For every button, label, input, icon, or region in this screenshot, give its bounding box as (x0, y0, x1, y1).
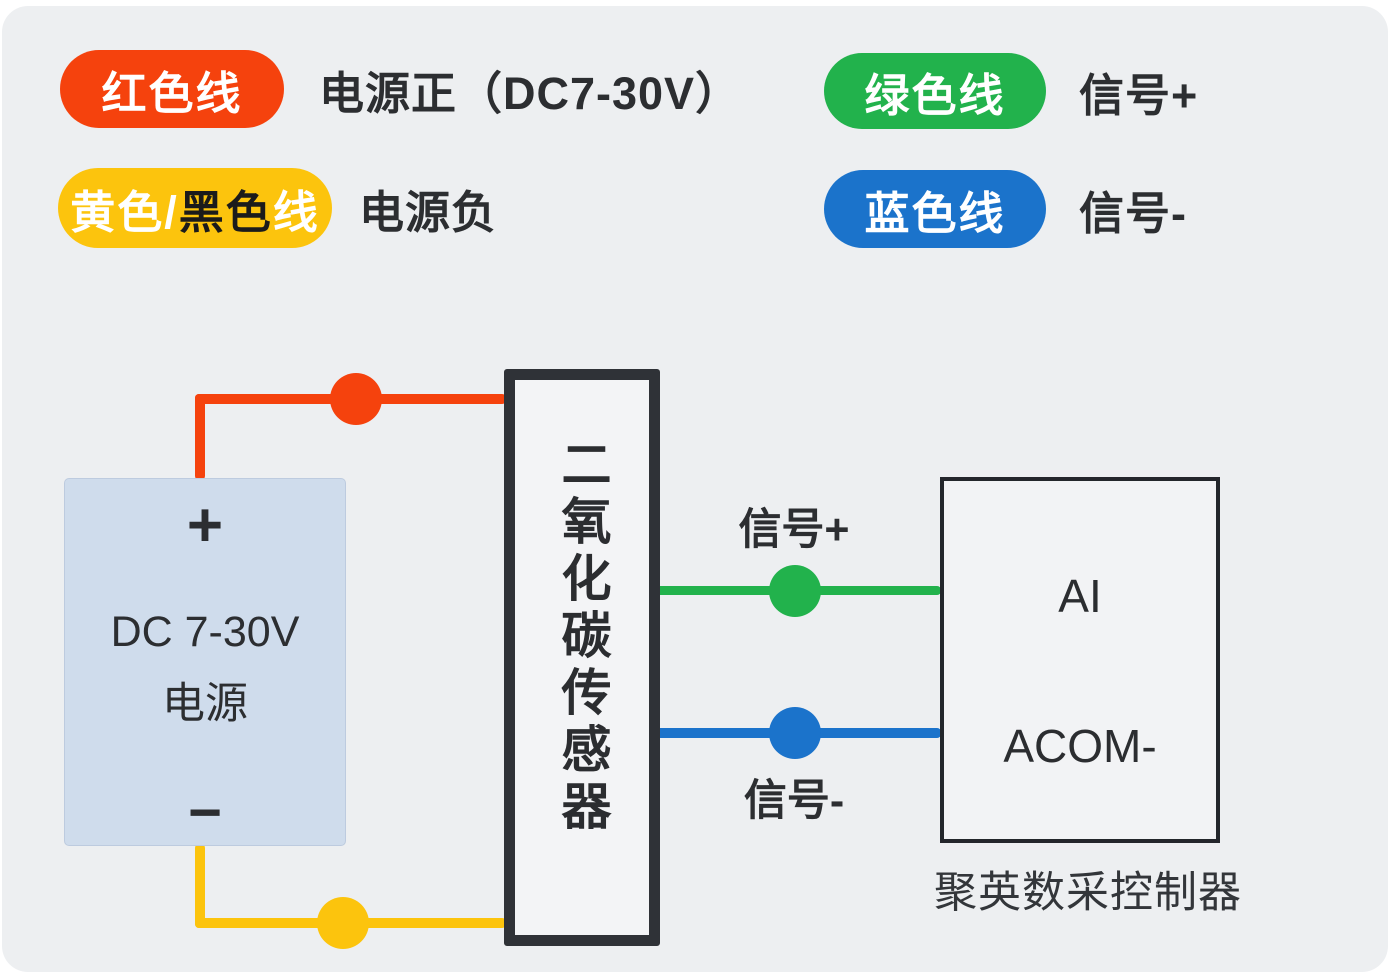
red-junction-dot (330, 373, 382, 425)
legend-pill-black-part: 黑色 (178, 186, 273, 238)
power-minus-terminal: − (188, 780, 222, 845)
legend-pill-yellow-part1: 黄色/ (70, 186, 179, 238)
controller-box: AI ACOM- (940, 477, 1220, 843)
legend-pill-green-wire: 绿色线 (824, 53, 1046, 129)
power-voltage-text: DC 7-30V (110, 608, 300, 656)
legend-pill-blue-wire: 蓝色线 (824, 170, 1046, 248)
green-junction-dot (769, 565, 821, 617)
yellow-junction-dot (317, 897, 369, 949)
legend-pill-green-text: 绿色线 (864, 69, 1006, 121)
legend-pill-yellow-part2: 线 (272, 186, 320, 238)
power-supply-text: 电源 (162, 680, 248, 728)
legend-label-power-negative: 电源负 (359, 186, 498, 238)
red-wire-vertical (195, 394, 205, 480)
dc-power-supply-box: + DC 7-30V 电源 − (64, 478, 346, 846)
controller-terminal-acom: ACOM- (1003, 720, 1157, 772)
signal-plus-wire-label: 信号+ (738, 506, 850, 554)
legend-pill-red-wire: 红色线 (60, 50, 284, 128)
legend-label-signal-minus: 信号- (1079, 187, 1187, 239)
controller-terminal-ai: AI (1058, 570, 1102, 622)
co2-sensor-label: 二氧化碳传感器 (554, 438, 611, 837)
diagram-panel: 红色线 电源正（DC7-30V） 黄色/黑色线 电源负 绿色线 信号+ 蓝色线 … (2, 6, 1388, 972)
legend-label-signal-plus: 信号+ (1079, 69, 1199, 121)
blue-junction-dot (769, 707, 821, 759)
controller-caption: 聚英数采控制器 (934, 869, 1242, 917)
power-plus-terminal: + (186, 491, 224, 560)
legend-label-power-positive: 电源正（DC7-30V） (319, 67, 742, 119)
legend-pill-red-text: 红色线 (101, 67, 243, 119)
yellow-wire-vertical (195, 844, 205, 928)
legend-pill-blue-text: 蓝色线 (864, 187, 1006, 239)
legend-pill-yellow-black-wire: 黄色/黑色线 (58, 168, 332, 248)
co2-sensor-box: 二氧化碳传感器 (504, 369, 660, 946)
signal-minus-wire-label: 信号- (743, 777, 845, 825)
